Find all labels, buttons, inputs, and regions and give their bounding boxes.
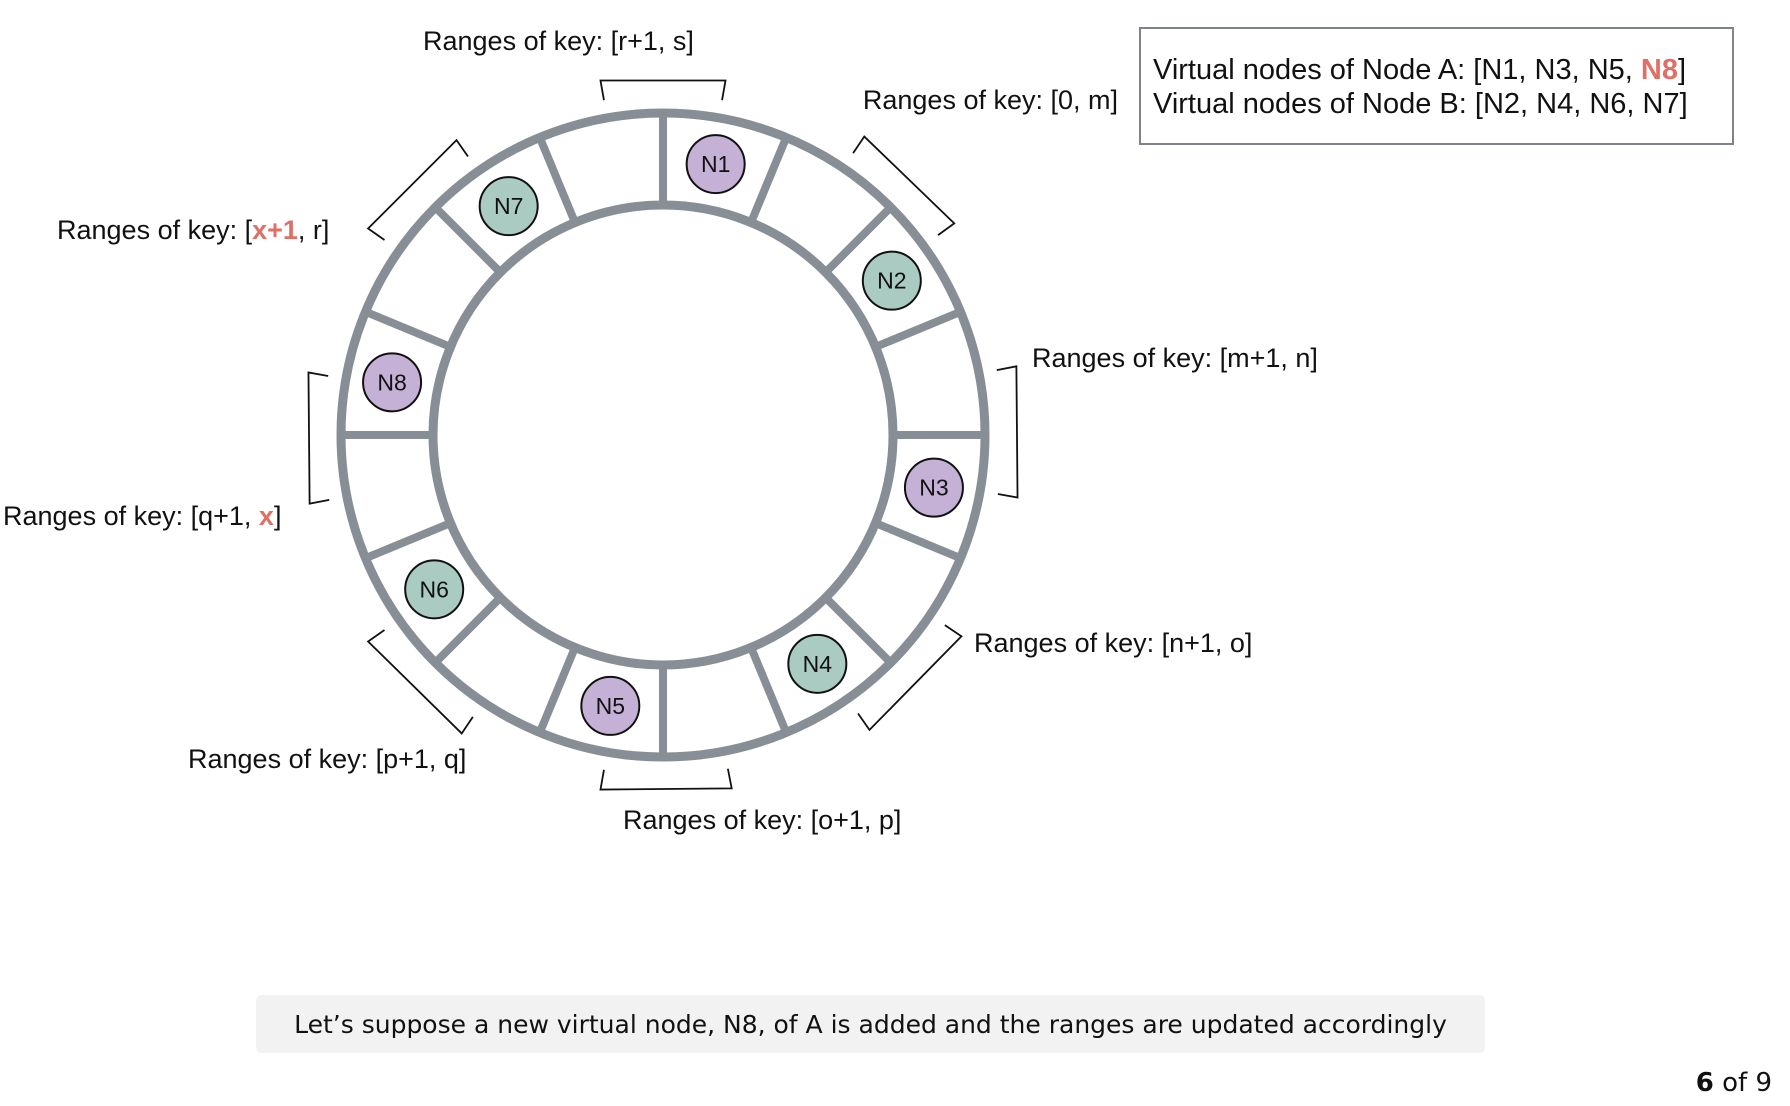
virtual-node-circle (787, 633, 848, 694)
page-total: of 9 (1713, 1068, 1772, 1098)
range-label-text: Ranges of key: [n+1, o] (974, 628, 1252, 658)
ring-segment-divider (363, 308, 453, 351)
range-bracket (307, 371, 330, 505)
virtual-node-label: N3 (919, 475, 948, 501)
ring-segment-divider (536, 645, 579, 735)
ring-segment-divider (536, 135, 579, 225)
range-labels: Ranges of key: [0, m] Ranges of key: [m+1… (3, 26, 1318, 835)
range-label-text: Ranges of key: [ (57, 215, 253, 245)
virtual-node-label: N6 (419, 576, 448, 602)
virtual-node-circle (580, 675, 641, 736)
ring-segment-divider (747, 135, 790, 225)
virtual-node-n4: N4 (787, 633, 848, 694)
page-current: 6 (1695, 1068, 1714, 1098)
virtual-node-n2: N2 (861, 250, 922, 311)
virtual-node-circle (362, 352, 423, 413)
ring-segment-divider (822, 594, 894, 666)
page-indicator: 6 of 9 (1696, 1068, 1772, 1098)
virtual-node-n1: N1 (685, 134, 746, 195)
range-label: Ranges of key: [0, m] (863, 85, 1118, 115)
ring-segment-divider (747, 645, 790, 735)
range-label: Ranges of key: [o+1, p] (623, 805, 901, 835)
virtual-node-circle (685, 134, 746, 195)
virtual-node-circle (861, 250, 922, 311)
range-label-text: Ranges of key: [o+1, p] (623, 805, 901, 835)
virtual-node-n8: N8 (362, 352, 423, 413)
legend-node-a-suffix: ] (1677, 54, 1687, 86)
virtual-node-label: N5 (596, 693, 625, 719)
legend-node-a-new-node: N8 (1640, 54, 1678, 86)
range-bracket (852, 135, 956, 236)
legend-node-b: Virtual nodes of Node B: [N2, N4, N6, N7… (1153, 88, 1688, 120)
range-bracket (366, 138, 469, 241)
range-label-text: Ranges of key: [m+1, n] (1032, 343, 1318, 373)
legend-node-a: Virtual nodes of Node A: [N1, N3, N5, N8… (1153, 53, 1732, 87)
ring-segment-divider (363, 519, 453, 562)
virtual-node-circle (404, 559, 465, 620)
range-bracket (599, 79, 727, 101)
range-label: Ranges of key: [x+1, r] (57, 215, 329, 245)
range-label-highlight: x (259, 501, 274, 531)
virtual-node-n6: N6 (404, 559, 465, 620)
range-label-text: Ranges of key: [r+1, s] (423, 26, 694, 56)
range-label: Ranges of key: [n+1, o] (974, 628, 1252, 658)
legend-node-a-prefix: Virtual nodes of Node A: [N1, N3, N5, (1153, 54, 1641, 86)
virtual-node-n7: N7 (478, 176, 539, 237)
range-bracket (366, 629, 474, 735)
range-label: Ranges of key: [q+1, x] (3, 501, 281, 531)
virtual-node-circle (478, 176, 539, 237)
ring-segment-divider (873, 519, 963, 562)
range-label: Ranges of key: [p+1, q] (188, 744, 466, 774)
range-label-text: Ranges of key: [p+1, q] (188, 744, 466, 774)
virtual-nodes-legend: Virtual nodes of Node A: [N1, N3, N5, N8… (1139, 27, 1734, 145)
range-label: Ranges of key: [m+1, n] (1032, 343, 1318, 373)
ring-segment-divider (873, 308, 963, 351)
virtual-node-label: N1 (701, 151, 730, 177)
virtual-node-n5: N5 (580, 675, 641, 736)
virtual-node-label: N8 (377, 369, 406, 395)
ring-segment-divider (822, 204, 894, 276)
ring-segment-divider (432, 594, 504, 666)
virtual-node-label: N7 (494, 193, 523, 219)
range-bracket (996, 365, 1019, 499)
virtual-node-label: N4 (803, 651, 833, 677)
range-brackets (307, 79, 1019, 791)
slide-caption: Let’s suppose a new virtual node, N8, of… (256, 995, 1485, 1053)
range-label: Ranges of key: [r+1, s] (423, 26, 694, 56)
range-bracket (857, 624, 963, 732)
virtual-node-circle (903, 457, 964, 518)
hash-ring (336, 108, 990, 762)
ring-inner-circle (428, 200, 898, 670)
virtual-node-label: N2 (877, 268, 906, 294)
range-label-text: Ranges of key: [0, m] (863, 85, 1118, 115)
virtual-node-n3: N3 (903, 457, 964, 518)
range-bracket (599, 768, 733, 791)
range-label-text: , r] (298, 215, 330, 245)
range-label-text: Ranges of key: [q+1, (3, 501, 259, 531)
ring-segment-divider (432, 204, 504, 276)
range-label-text: ] (274, 501, 282, 531)
range-label-highlight: x+1 (252, 215, 298, 245)
